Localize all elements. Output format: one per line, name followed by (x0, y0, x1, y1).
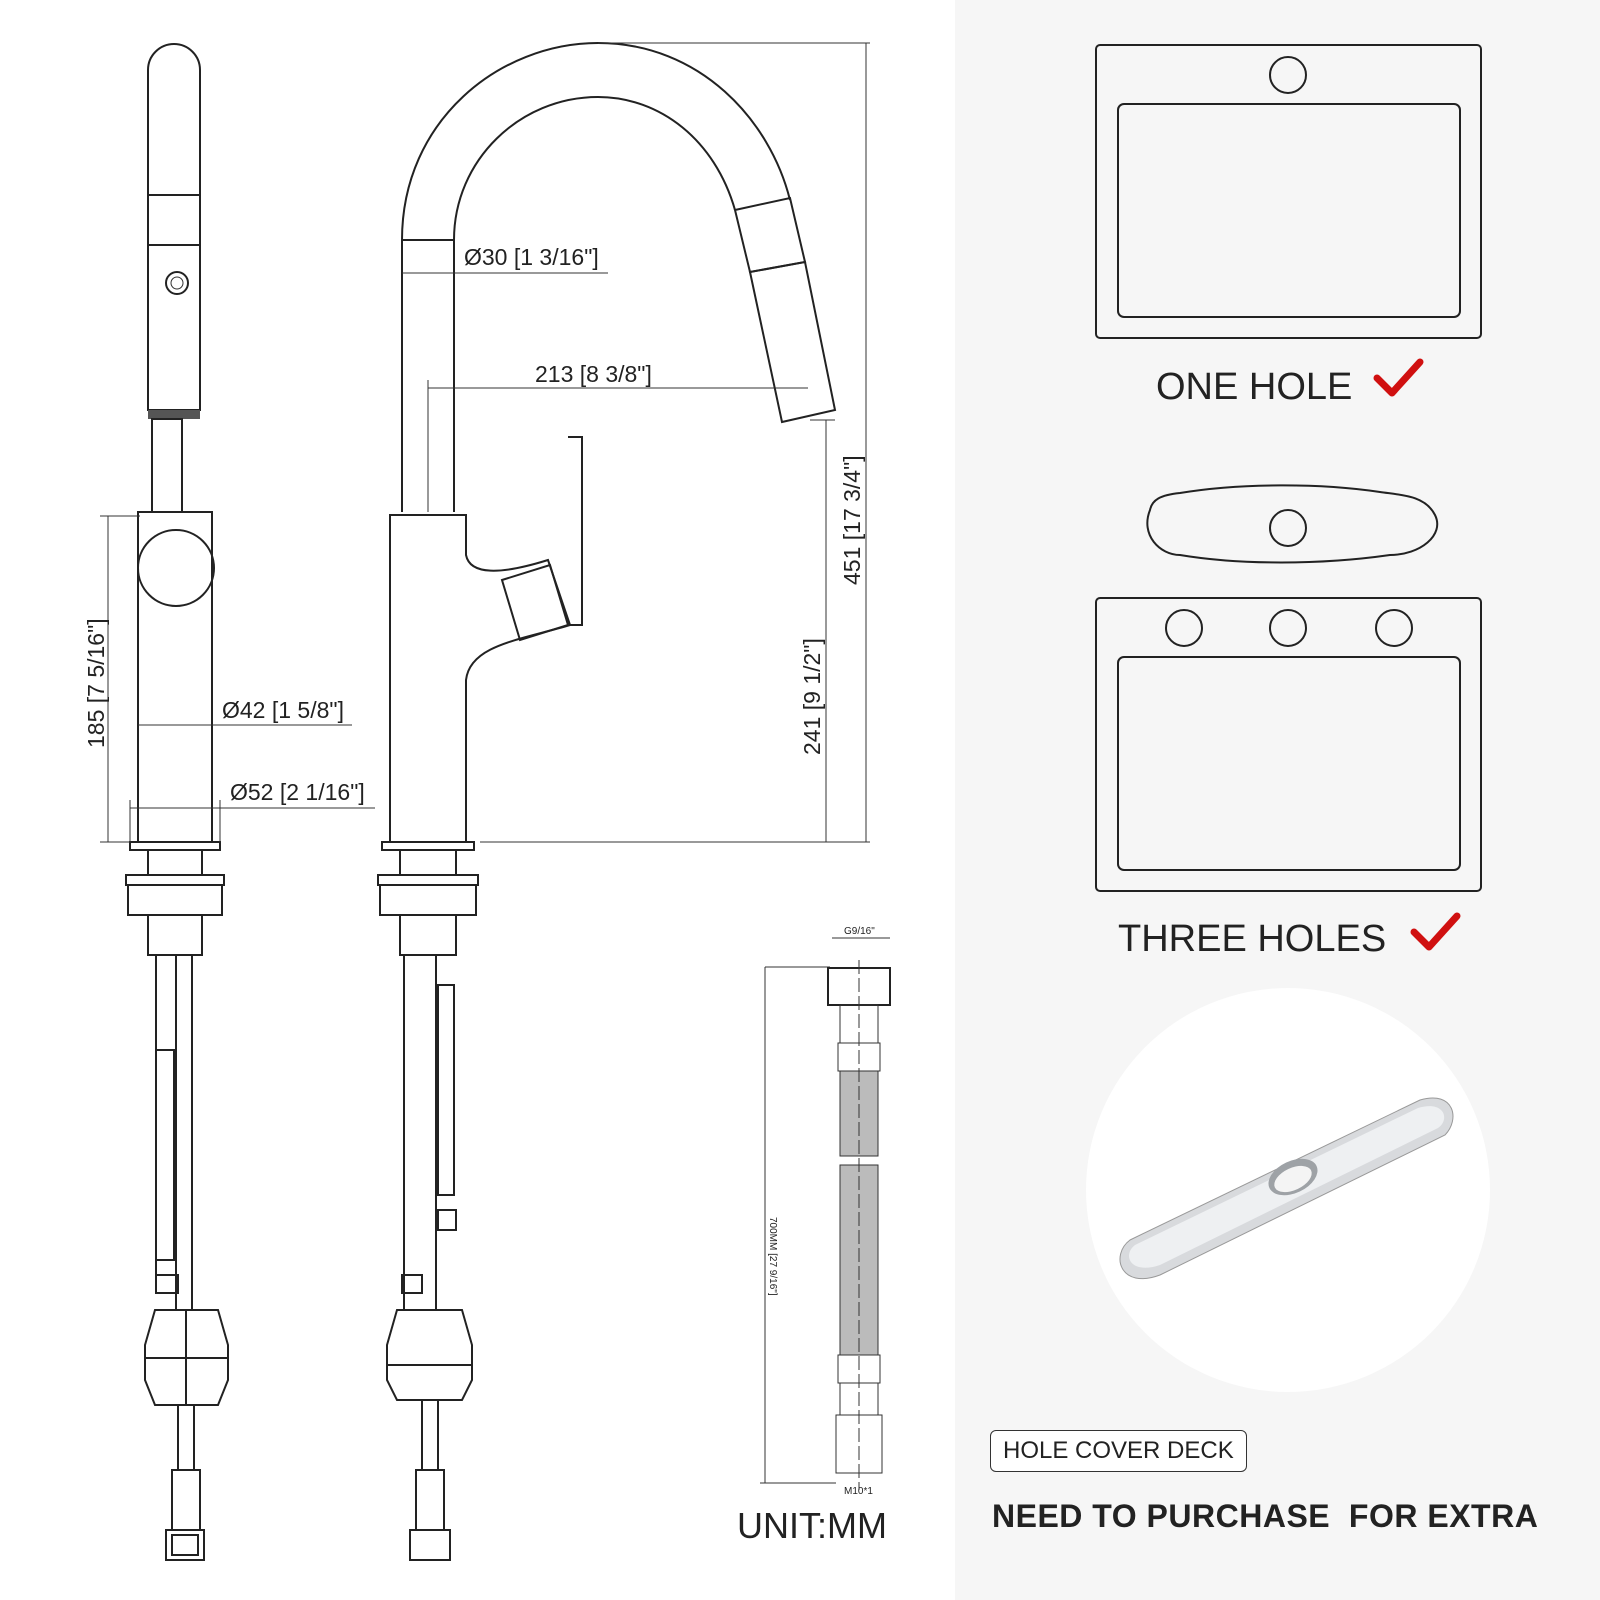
checkmark-icon (1373, 358, 1424, 397)
reach-label: 213 [8 3/8"] (535, 361, 652, 387)
hole-cover-deck-label: HOLE COVER DECK (990, 1430, 1247, 1472)
unit-label: UNIT:MM (737, 1505, 887, 1546)
hose-top-thread-label: G9/16" (844, 926, 875, 937)
spout-height-label: 241 [9 1/2"] (799, 638, 825, 755)
hole-cover-deck-photo (1086, 988, 1490, 1392)
total-height-label: 451 [17 3/4"] (839, 455, 865, 585)
checkmark-icon (1410, 912, 1461, 951)
purchase-note: NEED TO PURCHASE FOR EXTRA (992, 1498, 1539, 1534)
supply-hose-drawing: 700MM [27 9/16"] G9/16" M10*1 (760, 926, 891, 1497)
body-diameter-label: Ø42 [1 5/8"] (222, 697, 344, 723)
spout-diameter-label: Ø30 [1 3/16"] (464, 244, 599, 270)
deck-plate-outline (1146, 484, 1439, 564)
front-view-dimensions: Ø30 [1 3/16"] 213 [8 3/8"] 451 [17 3/4"]… (402, 42, 870, 843)
base-diameter-label: Ø52 [2 1/16"] (230, 779, 365, 805)
side-view-dimensions: 185 [7 5/16"] Ø42 [1 5/8"] Ø52 [2 1/16"] (83, 515, 375, 843)
three-holes-label: THREE HOLES (1118, 918, 1386, 960)
hose-length-label: 700MM [27 9/16"] (767, 1217, 778, 1296)
body-height-label: 185 [7 5/16"] (83, 618, 109, 748)
three-hole-sink: THREE HOLES (1095, 597, 1482, 960)
hose-bottom-thread-label: M10*1 (844, 1486, 873, 1497)
faucet-side-view (125, 43, 229, 1561)
one-hole-sink: ONE HOLE (1095, 44, 1482, 408)
one-hole-label: ONE HOLE (1156, 366, 1352, 408)
faucet-front-view (377, 41, 837, 1561)
